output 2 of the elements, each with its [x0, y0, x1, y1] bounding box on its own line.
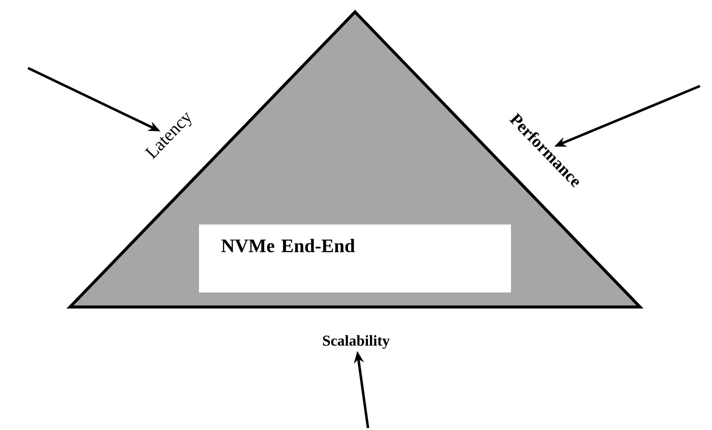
base-label: Scalability: [323, 335, 390, 349]
text-box: NVMe End-End: [199, 224, 511, 292]
